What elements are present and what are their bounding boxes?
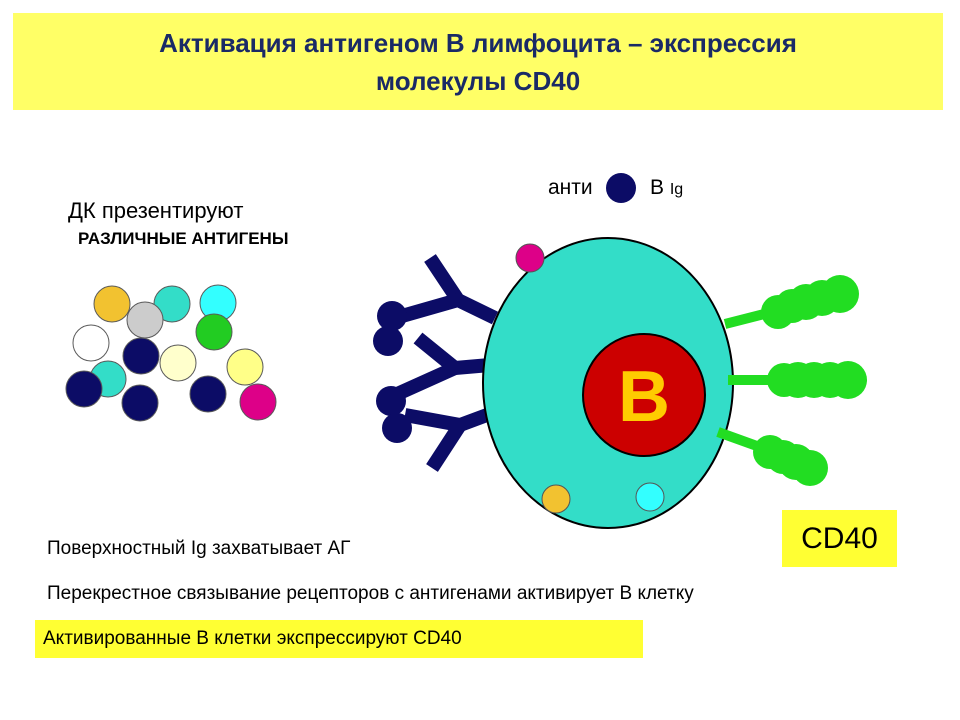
- cd40-molecule-top: [723, 275, 859, 329]
- antigen-gray: [126, 301, 164, 339]
- b-cell-nucleus: [582, 333, 706, 457]
- antigen-icon-top: [606, 173, 636, 203]
- title-banner: Активация антигеном В лимфоцита – экспре…: [13, 13, 943, 110]
- title-line-2: молекулы CD40: [375, 65, 581, 96]
- b-ig-letter: В: [650, 176, 670, 199]
- statement-highlight-box: Активированные В клетки экспрессируют CD…: [35, 620, 643, 658]
- surface-antigen-cyan: [635, 482, 665, 512]
- statement-crosslinking: Перекрестное связывание рецепторов с ант…: [47, 583, 694, 604]
- cd40-molecule-bottom: [716, 427, 828, 486]
- b-ig-suffix: Ig: [669, 181, 684, 198]
- cd40-molecule-middle: [728, 361, 867, 399]
- cd40-molecules: [716, 275, 867, 486]
- antigen-navy-1: [122, 337, 160, 375]
- cd40-label: CD40: [782, 510, 897, 567]
- antigen-label: анти: [548, 176, 593, 199]
- antigen-yellow: [226, 348, 264, 386]
- b-ig-label: В Ig: [650, 176, 683, 200]
- surface-antigen-magenta: [515, 243, 545, 273]
- statement-surface-ig: Поверхностный Ig захватывает АГ: [47, 538, 351, 559]
- ig-receptor-2: [413, 332, 491, 376]
- title-line-1: Активация антигеном В лимфоцита – экспре…: [159, 27, 797, 58]
- antigen-orange: [93, 285, 131, 323]
- dc-presents-label: ДК презентируют: [68, 198, 244, 223]
- antigen-white: [72, 324, 110, 362]
- various-antigens-label: РАЗЛИЧНЫЕ АНТИГЕНЫ: [78, 229, 289, 248]
- receptor-bound-antigens: [373, 301, 412, 443]
- ig-receptor-3: [403, 405, 498, 433]
- ig-receptors: [392, 254, 499, 472]
- antigen-green: [195, 313, 233, 351]
- nucleus-letter: B: [618, 357, 670, 437]
- antigen-navy-4: [189, 375, 227, 413]
- statement-cd40-expression: Активированные В клетки экспрессируют CD…: [43, 628, 462, 649]
- antigen-cream: [159, 344, 197, 382]
- antigen-navy-3: [121, 384, 159, 422]
- antigen-cluster: [65, 284, 277, 422]
- antigen-navy-2: [65, 370, 103, 408]
- antigen-magenta: [239, 383, 277, 421]
- surface-antigen-orange: [541, 484, 571, 514]
